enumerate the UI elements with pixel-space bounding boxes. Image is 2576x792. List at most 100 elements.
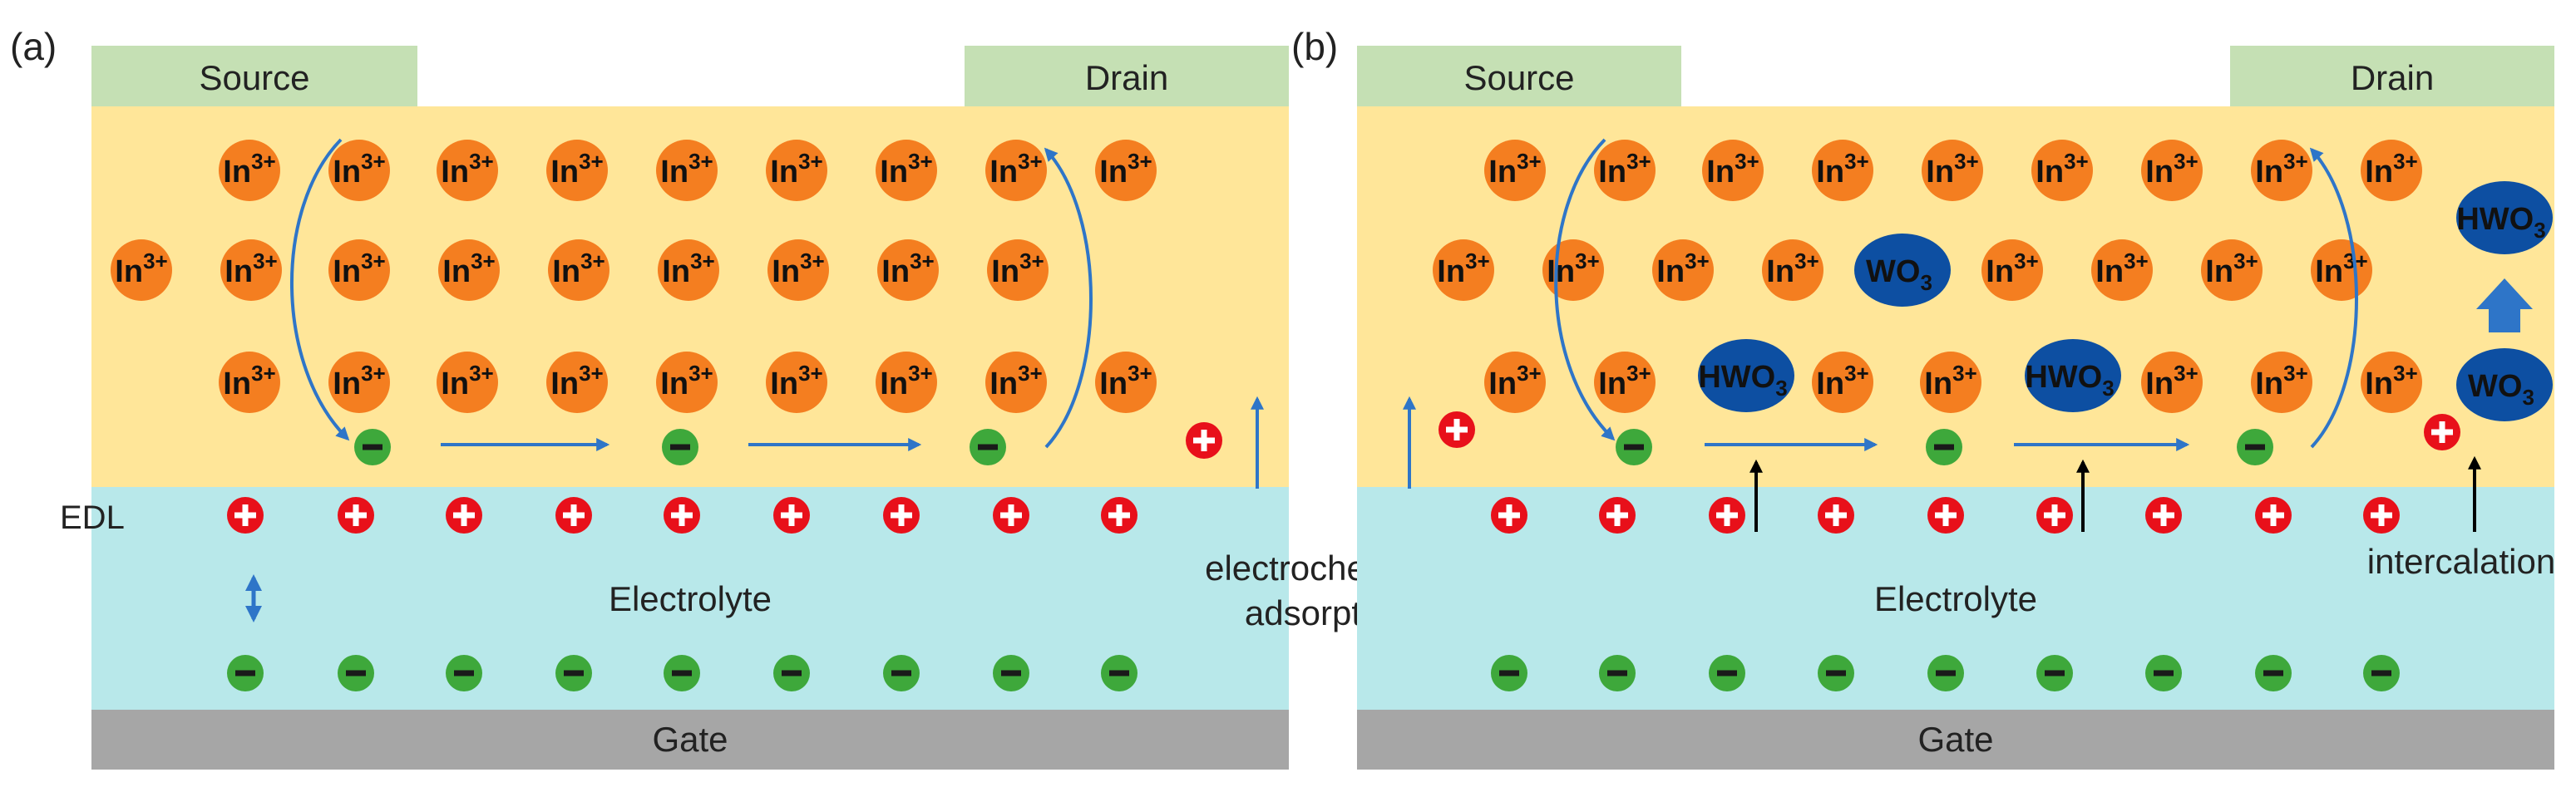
- ion-label: In3+: [1766, 248, 1818, 289]
- ion-symbol: In: [550, 155, 579, 189]
- ion-label: In3+: [1598, 149, 1651, 189]
- ion-label: In3+: [1926, 149, 1978, 189]
- ion-sphere: [2361, 140, 2422, 201]
- in3-ion: In3+: [987, 239, 1049, 301]
- ion-label: In3+: [442, 248, 495, 289]
- in3-ion: In3+: [2031, 140, 2093, 201]
- ion-symbol: In: [1547, 254, 1575, 289]
- ion-symbol: In: [223, 366, 251, 401]
- ion-symbol: In: [223, 155, 251, 189]
- ion-symbol: In: [552, 254, 580, 289]
- ion-label: In3+: [441, 361, 493, 401]
- positive-ion: [227, 497, 264, 534]
- positive-ion: [993, 497, 1029, 534]
- ion-label: In3+: [1099, 149, 1152, 189]
- panel-a-drain-electrode: [965, 46, 1289, 106]
- ion-sphere: [2141, 352, 2203, 413]
- ion-symbol: In: [550, 366, 579, 401]
- ion-label: In3+: [989, 361, 1042, 401]
- ion-symbol: In: [441, 155, 469, 189]
- ion-sphere: [658, 239, 719, 301]
- ion-label: In3+: [770, 361, 822, 401]
- panel-b-drain-electrode: [2230, 46, 2554, 106]
- ion-sphere: [1433, 239, 1494, 301]
- in3-ion: In3+: [1594, 352, 1656, 413]
- panel-a-source-label: Source: [199, 58, 309, 97]
- ion-symbol: In: [989, 155, 1018, 189]
- ion-label: In3+: [880, 149, 932, 189]
- ion-sphere: [656, 140, 718, 201]
- ion-label: In3+: [772, 248, 824, 289]
- positive-ion: [1101, 497, 1137, 534]
- ion-label: In3+: [989, 149, 1042, 189]
- ion-symbol: In: [991, 254, 1019, 289]
- in3-ion: In3+: [1594, 140, 1656, 201]
- ion-sphere: [656, 352, 718, 413]
- ion-label: In3+: [2255, 361, 2307, 401]
- in3-ion: In3+: [2141, 140, 2203, 201]
- ion-sphere: [1812, 140, 1873, 201]
- ion-symbol: In: [1706, 155, 1735, 189]
- ion-sphere: [438, 239, 500, 301]
- ion-symbol: In: [770, 155, 798, 189]
- in3-ion: In3+: [548, 239, 609, 301]
- negative-ion: [970, 429, 1006, 465]
- ion-symbol: In: [1926, 155, 1954, 189]
- ion-label: In3+: [2145, 149, 2198, 189]
- positive-ion: [1818, 497, 1854, 534]
- negative-ion: [1709, 655, 1745, 691]
- svg-text:HWO3: HWO3: [2456, 202, 2545, 243]
- in3-ion: In3+: [1095, 352, 1157, 413]
- ion-sphere: [1484, 140, 1546, 201]
- positive-ion: [1491, 497, 1527, 534]
- in3-ion: In3+: [546, 140, 608, 201]
- ion-symbol: In: [333, 366, 361, 401]
- negative-ion: [993, 655, 1029, 691]
- ion-label: In3+: [223, 361, 275, 401]
- ion-sphere: [1812, 352, 1873, 413]
- ion-symbol: In: [2145, 366, 2174, 401]
- positive-ion: [1927, 497, 1964, 534]
- in3-ion: In3+: [220, 239, 282, 301]
- ion-symbol: In: [442, 254, 471, 289]
- positive-ion: [446, 497, 482, 534]
- negative-ion: [1491, 655, 1527, 691]
- ion-charge: 3+: [1019, 248, 1044, 273]
- ion-sphere: [1702, 140, 1764, 201]
- in3-ion: In3+: [2251, 140, 2312, 201]
- ion-label: In3+: [552, 248, 605, 289]
- panel-a-cations: In3+In3+In3+In3+In3+In3+In3+In3+In3+In3+…: [111, 140, 1157, 413]
- electron-loop-arrow: [1044, 147, 1093, 449]
- in3-ion: In3+: [1920, 352, 1981, 413]
- ion-label: In3+: [2095, 248, 2148, 289]
- ion-charge: 3+: [2174, 149, 2198, 174]
- ion-charge: 3+: [1954, 149, 1979, 174]
- panel-b-annotation: intercalation: [2367, 542, 2555, 581]
- hwo3-ellipse: HWO3: [1698, 339, 1794, 412]
- ion-charge: 3+: [1626, 361, 1651, 386]
- panel-b: (b) Source Drain Electrolyte Gate In3+In…: [1291, 25, 2555, 770]
- ion-sphere: [2251, 352, 2312, 413]
- in3-ion: In3+: [1762, 239, 1823, 301]
- positive-ion: [2145, 497, 2182, 534]
- ion-charge: 3+: [1844, 149, 1869, 174]
- in3-ion: In3+: [658, 239, 719, 301]
- in3-ion: In3+: [1812, 140, 1873, 201]
- in3-ion: In3+: [437, 352, 498, 413]
- positive-ion: [883, 497, 920, 534]
- in3-ion: In3+: [2091, 239, 2153, 301]
- ion-charge: 3+: [579, 149, 604, 174]
- ion-label: In3+: [225, 248, 277, 289]
- panel-b-drain-label: Drain: [2351, 58, 2434, 97]
- ion-charge: 3+: [2174, 361, 2198, 386]
- negative-ion: [773, 655, 810, 691]
- in3-ion: In3+: [766, 140, 827, 201]
- ion-charge: 3+: [908, 149, 933, 174]
- negative-ion: [1927, 655, 1964, 691]
- negative-ion: [1599, 655, 1636, 691]
- ion-charge: 3+: [579, 361, 604, 386]
- ion-symbol: In: [1924, 366, 1952, 401]
- in3-ion: In3+: [876, 352, 937, 413]
- panel-b-gate: [1357, 710, 2554, 770]
